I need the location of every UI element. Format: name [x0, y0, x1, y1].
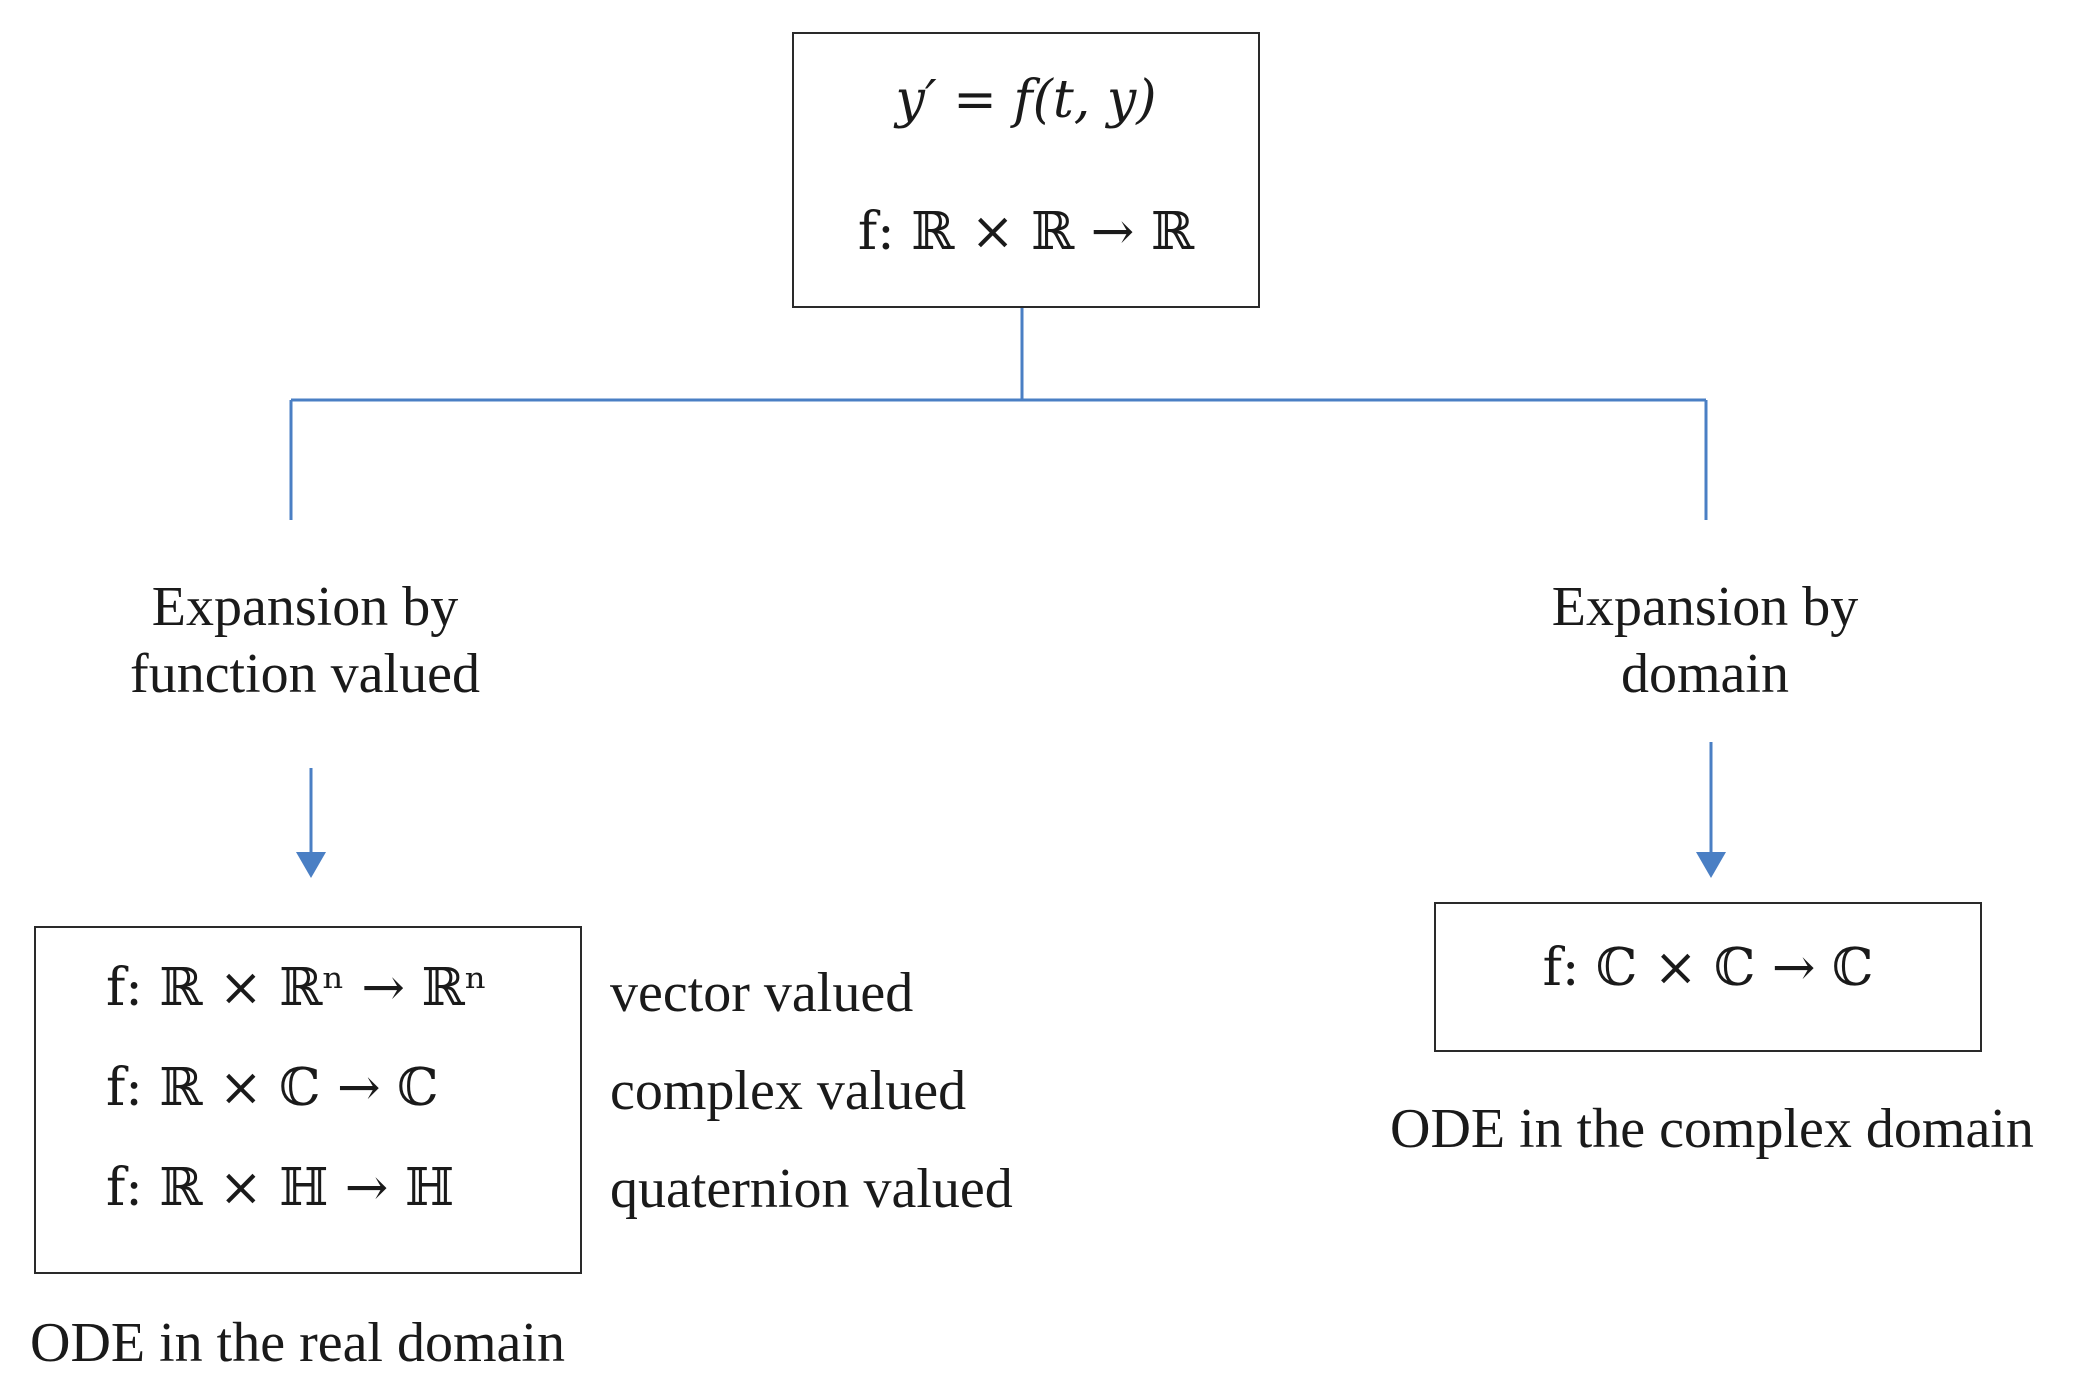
real-domain-caption: ODE in the real domain [30, 1312, 565, 1374]
right-branch-label: Expansion by domain [1480, 574, 1930, 708]
left-branch-label: Expansion by function valued [80, 574, 530, 708]
complex-domain-mapping: f: ℂ × ℂ → ℂ [1542, 938, 1874, 998]
right-branch-label-line1: Expansion by [1551, 576, 1859, 638]
quaternion-valued-label: quaternion valued [610, 1158, 1013, 1220]
complex-domain-caption: ODE in the complex domain [1390, 1098, 2034, 1160]
complex-valued-mapping: f: ℝ × ℂ → ℂ [106, 1058, 439, 1118]
right-arrow-head [1696, 852, 1726, 878]
left-branch-label-line2: function valued [130, 643, 480, 706]
right-branch-label-line2: domain [1621, 643, 1789, 706]
left-arrow-head [296, 852, 326, 878]
quaternion-valued-mapping: f: ℝ × ℍ → ℍ [106, 1158, 455, 1218]
real-domain-box: f: ℝ × ℝⁿ → ℝⁿ f: ℝ × ℂ → ℂ f: ℝ × ℍ → ℍ [34, 926, 582, 1274]
ode-base-box: y′ = f(t, y) f: ℝ × ℝ → ℝ [792, 32, 1260, 308]
vector-valued-label: vector valued [610, 962, 914, 1024]
vector-valued-mapping: f: ℝ × ℝⁿ → ℝⁿ [106, 958, 488, 1018]
complex-valued-label: complex valued [610, 1060, 967, 1122]
complex-domain-box: f: ℂ × ℂ → ℂ [1434, 902, 1982, 1052]
ode-equation: y′ = f(t, y) [895, 70, 1157, 130]
left-branch-label-line1: Expansion by [151, 576, 459, 638]
ode-mapping: f: ℝ × ℝ → ℝ [857, 202, 1195, 262]
